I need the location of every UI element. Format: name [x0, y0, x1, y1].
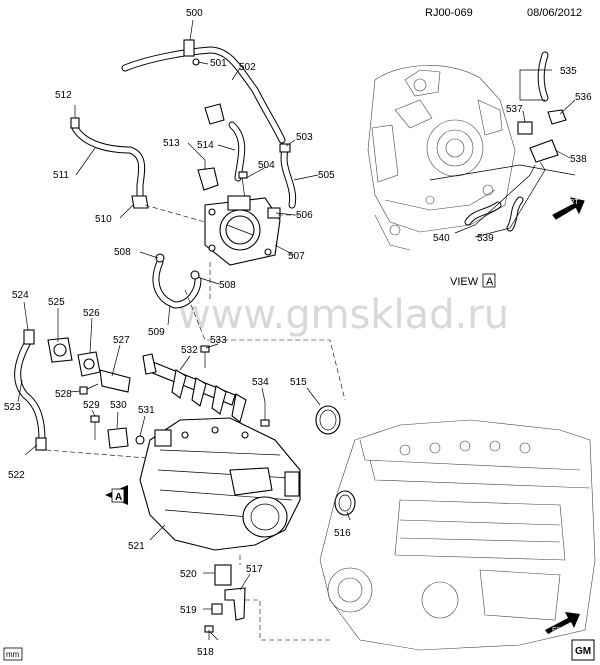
pcv-hose-513-514-illustration	[197, 103, 297, 209]
view-a-direction-arrow	[105, 485, 128, 505]
frt-arrow-bottom	[545, 612, 580, 634]
callout-530: 530	[110, 400, 127, 411]
view-a-letter: A	[486, 276, 494, 288]
watermark-text: www.gmsklad.ru	[178, 292, 509, 338]
callout-505: 505	[318, 170, 335, 181]
callout-533: 533	[210, 335, 227, 346]
intake-manifold-521-illustration	[139, 417, 301, 551]
callout-509: 509	[148, 327, 165, 338]
callout-535: 535	[560, 66, 577, 77]
drawing-id: RJ00-069	[425, 7, 473, 19]
fuel-rail-leaders	[179, 343, 321, 406]
callout-504: 504	[258, 160, 275, 171]
gm-logo-box	[571, 639, 595, 661]
callout-527: 527	[113, 335, 130, 346]
callout-531: 531	[138, 405, 155, 416]
leader-516	[346, 511, 351, 521]
callout-508a: 508	[114, 247, 131, 258]
view-a-inset-illustration	[367, 51, 585, 251]
callout-512: 512	[55, 90, 72, 101]
callout-510: 510	[95, 214, 112, 225]
engine-block-illustration	[319, 419, 596, 651]
callout-514: 514	[197, 140, 214, 151]
callout-522: 522	[8, 470, 25, 481]
vent-hose-511-illustration	[70, 117, 149, 209]
callout-513: 513	[163, 138, 180, 149]
callout-536: 536	[575, 92, 592, 103]
leader-521	[149, 524, 166, 541]
upper-left-leaders	[74, 19, 346, 401]
callout-532: 532	[181, 345, 198, 356]
view-a-letter-box	[482, 273, 496, 288]
view-a-label: VIEW	[450, 276, 479, 288]
callout-526: 526	[83, 308, 100, 319]
callout-506: 506	[296, 210, 313, 221]
coolant-hose-509-illustration	[152, 253, 202, 309]
bracket-parts-illustration	[204, 564, 246, 640]
callout-507: 507	[288, 251, 305, 262]
callout-538: 538	[570, 154, 587, 165]
callout-518: 518	[197, 647, 214, 658]
callout-508b: 508	[219, 280, 236, 291]
view-a-arrow-letter: A	[115, 492, 122, 503]
seals-illustration	[315, 405, 356, 516]
view-a-leaders	[429, 69, 576, 238]
callout-515: 515	[290, 377, 307, 388]
callout-529: 529	[83, 400, 100, 411]
callout-511: 511	[53, 170, 69, 181]
vent-hose-502-illustration	[121, 39, 286, 144]
callout-537: 537	[506, 104, 523, 115]
callout-528: 528	[55, 389, 72, 400]
fuel-rail-532-illustration	[142, 345, 270, 427]
callout-516: 516	[334, 528, 351, 539]
callout-520: 520	[180, 569, 197, 580]
evap-purge-parts-illustration	[14, 329, 145, 451]
callout-519: 519	[180, 605, 197, 616]
callout-525: 525	[48, 297, 65, 308]
throttle-body-507-illustration	[204, 195, 281, 266]
callout-517: 517	[246, 564, 263, 575]
callout-502: 502	[239, 62, 256, 73]
units-badge: mm	[6, 650, 20, 659]
drawing-date: 08/06/2012	[527, 7, 582, 19]
callout-524: 524	[12, 290, 29, 301]
frt-label-bottom: FRT	[552, 627, 566, 634]
callout-500: 500	[186, 8, 203, 19]
frt-label-view-a: FRT	[565, 199, 579, 206]
callout-503: 503	[296, 132, 313, 143]
callout-539: 539	[477, 233, 494, 244]
callout-501: 501	[210, 58, 227, 69]
callout-521: 521	[128, 541, 145, 552]
callout-540: 540	[433, 233, 450, 244]
gm-logo: GM	[575, 646, 591, 657]
units-badge-box	[3, 647, 23, 661]
callout-534: 534	[252, 377, 269, 388]
bottom-leaders	[203, 555, 330, 641]
callout-523: 523	[4, 402, 21, 413]
